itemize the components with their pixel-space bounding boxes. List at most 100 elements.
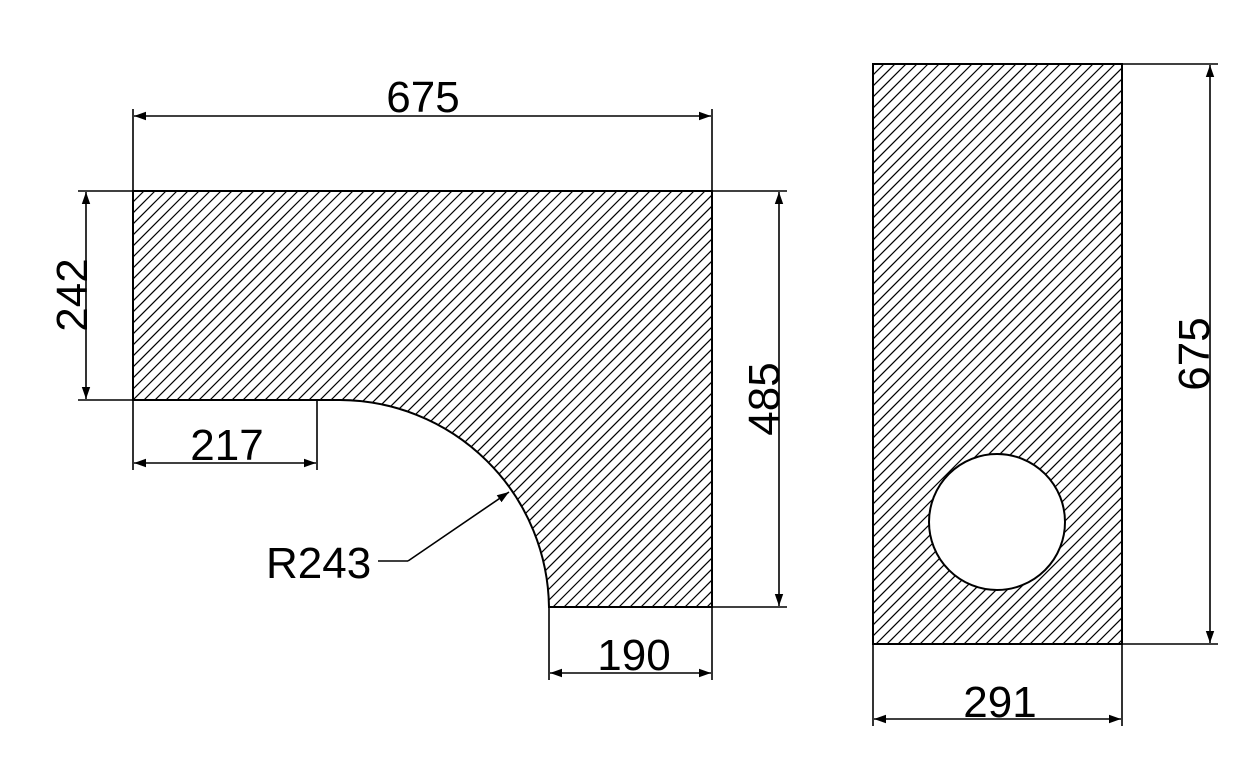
hatch-line — [1250, 64, 1254, 644]
dim-label-bottom-width: 190 — [597, 631, 670, 680]
hatch-line — [873, 64, 1105, 644]
hatch-line — [873, 64, 918, 644]
dim-label-right-view-width: 291 — [963, 678, 1036, 727]
hatch-line — [873, 64, 1028, 644]
dimension-right-view-width: 291 — [872, 644, 1123, 727]
hatch-line — [873, 64, 1122, 644]
hatch-line — [365, 191, 712, 607]
hatch-line — [1217, 64, 1254, 644]
hatch-line — [464, 191, 712, 607]
hatch-line — [133, 191, 222, 607]
hatch-line — [873, 64, 896, 644]
hatch-line — [508, 191, 712, 607]
hatch-line — [873, 64, 1122, 644]
dimension-top-width: 675 — [132, 73, 713, 191]
hatch-line — [873, 64, 1050, 644]
hatch-line — [133, 191, 310, 607]
hatch-line — [850, 191, 1254, 607]
hatch-line — [133, 191, 211, 607]
hatch-line — [1228, 64, 1254, 644]
hatch-line — [1037, 191, 1254, 607]
hatch-line — [873, 64, 1122, 644]
hatch-line — [873, 64, 1122, 644]
hatch-line — [873, 64, 885, 644]
hatch-line — [873, 64, 1122, 644]
hatch-line — [873, 64, 1122, 644]
dimension-left-height: 242 — [48, 190, 133, 401]
hatch-line — [873, 64, 1061, 644]
hatch-line — [873, 64, 1072, 644]
hatch-line — [133, 191, 266, 607]
hatch-line — [873, 64, 1122, 644]
hatch-line — [873, 64, 1122, 644]
hatch-line — [873, 64, 1122, 644]
hatch-line — [629, 191, 712, 607]
hatch-line — [354, 191, 712, 607]
hatch-line — [873, 64, 1122, 644]
dimension-radius: R243 — [266, 491, 510, 588]
hatch-line — [873, 64, 1122, 644]
dimension-right-height: 485 — [712, 190, 789, 608]
hatch-line — [873, 64, 1006, 644]
hatch-line — [332, 191, 712, 607]
hatch-line — [321, 191, 712, 607]
hatch-line — [873, 64, 1122, 644]
hatch-line — [133, 191, 277, 607]
hatch-line — [873, 64, 1122, 644]
hatch-line — [873, 64, 1122, 644]
hatch-line — [996, 64, 1122, 644]
dimension-notch-width: 217 — [132, 400, 318, 470]
hatch-line — [585, 191, 712, 607]
hatch-line — [873, 64, 1122, 644]
hatch-line — [453, 191, 712, 607]
hatch-line — [873, 64, 1122, 644]
hatch-line — [519, 191, 712, 607]
hatch-line — [993, 191, 1254, 607]
hatch-line — [1125, 191, 1254, 607]
hatch-line — [133, 191, 321, 607]
hatch-line — [1007, 64, 1122, 644]
hatch-line — [873, 64, 1122, 644]
hatch-line — [873, 64, 1122, 644]
hatch-line — [873, 64, 1122, 644]
hatch-line — [873, 64, 940, 644]
hatch-line — [1070, 191, 1254, 607]
hatch-line — [873, 64, 1122, 644]
hatch-line — [873, 64, 984, 644]
hatch-line — [873, 64, 973, 644]
hatch-line — [873, 64, 1122, 644]
hatch-line — [343, 191, 712, 607]
hatch-line — [662, 191, 712, 607]
hatch-line — [563, 191, 712, 607]
hatch-line — [1062, 64, 1122, 644]
right-view-hole — [928, 453, 1066, 591]
hatch-line — [974, 64, 1122, 644]
hatch-line — [640, 191, 712, 607]
hatch-line — [873, 64, 1116, 644]
right-view-hatching — [873, 64, 1254, 644]
hatch-line — [133, 191, 156, 607]
dim-label-radius: R243 — [266, 539, 371, 588]
hatch-line — [1103, 191, 1254, 607]
hatch-line — [475, 191, 712, 607]
hatch-line — [1073, 64, 1122, 644]
hatch-line — [497, 191, 712, 607]
hatch-line — [873, 64, 1122, 644]
hatch-line — [530, 191, 712, 607]
hatch-line — [574, 191, 712, 607]
hatch-line — [873, 64, 1094, 644]
hatch-line — [133, 191, 244, 607]
hatch-line — [873, 64, 995, 644]
dimension-bottom-width: 190 — [548, 607, 713, 680]
hatch-line — [1114, 191, 1254, 607]
hatch-line — [873, 64, 1017, 644]
hatch-line — [873, 64, 1083, 644]
hatch-line — [1092, 191, 1254, 607]
hatch-line — [133, 191, 145, 607]
hatch-line — [1004, 191, 1254, 607]
hatch-line — [541, 191, 712, 607]
hatch-line — [133, 191, 299, 607]
hatch-line — [873, 64, 1122, 644]
dimension-right-view-height: 675 — [1122, 63, 1219, 645]
